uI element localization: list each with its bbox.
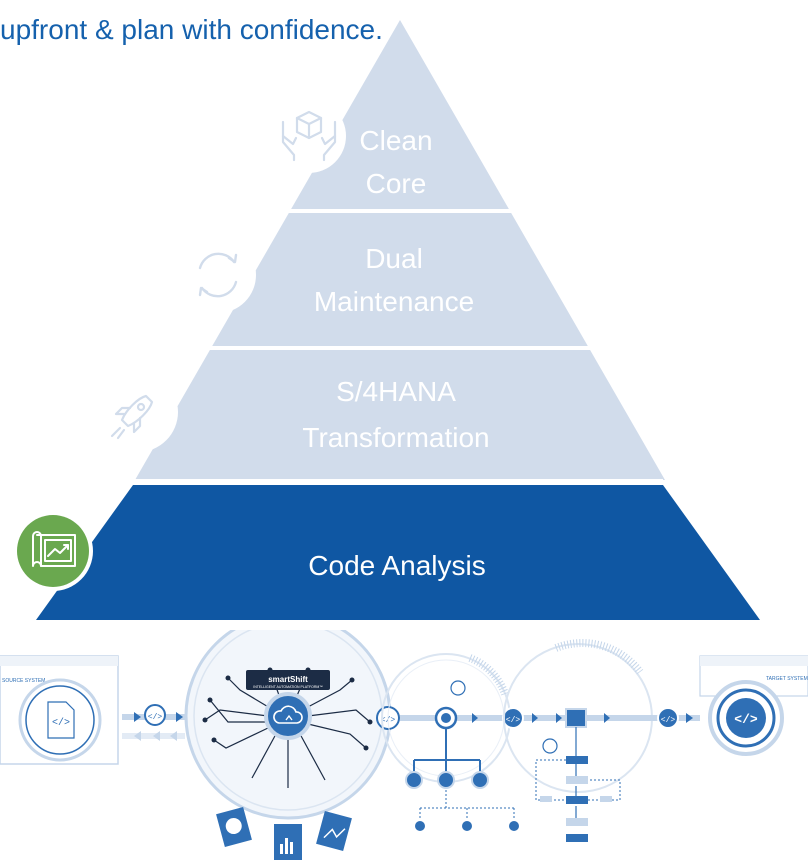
tier-dual-maintenance-line2: Maintenance — [314, 286, 474, 317]
hands-holding-box-icon — [272, 99, 346, 173]
source-system-label: SOURCE SYSTEM — [2, 678, 45, 684]
target-system-label: TARGET SYSTEM — [766, 676, 808, 682]
sync-arrows-icon — [180, 237, 256, 313]
tier-s4hana-line2: Transformation — [302, 422, 489, 453]
tier-dual-maintenance-line1: Dual — [365, 243, 423, 274]
tier-clean-core-line1: Clean — [359, 125, 432, 156]
transform-ring — [503, 639, 653, 842]
svg-text:</>: </> — [661, 716, 676, 725]
smartshift-hub: smartShift INTELLIGENT AUTOMATION PLATFO… — [184, 630, 392, 860]
pyramid-light-body — [135, 20, 665, 480]
source-system-window: SOURCE SYSTEM </> — [0, 655, 119, 765]
flow-connector: </> — [122, 704, 188, 741]
svg-text:</>: </> — [148, 713, 163, 722]
target-system-window: TARGET SYSTEM </> — [699, 655, 808, 756]
svg-text:</>: </> — [734, 712, 758, 727]
automation-flow-diagram: SOURCE SYSTEM </> </> — [0, 630, 808, 860]
tier-code-analysis[interactable] — [36, 485, 760, 620]
pyramid-diagram: Clean Core Dual Maintenance S/4HANA Tran… — [13, 20, 760, 620]
blueprint-chart-icon — [13, 511, 93, 591]
rocket-icon — [98, 372, 178, 452]
svg-text:</>: </> — [506, 716, 521, 725]
platform-tagline: INTELLIGENT AUTOMATION PLATFORM™ — [253, 685, 323, 689]
cloud-icon — [273, 705, 303, 724]
svg-text:</>: </> — [52, 717, 70, 729]
tier-s4hana-line1: S/4HANA — [336, 376, 456, 407]
tier-clean-core-line2: Core — [366, 168, 427, 199]
platform-name: smartShift — [268, 675, 308, 684]
analysis-ring: </> — [381, 653, 538, 831]
tier-code-analysis-label: Code Analysis — [308, 550, 485, 581]
headline: upfront & plan with confidence. — [0, 14, 383, 45]
flow-connector: </> — [620, 707, 700, 729]
report-doc-icons — [216, 806, 352, 860]
